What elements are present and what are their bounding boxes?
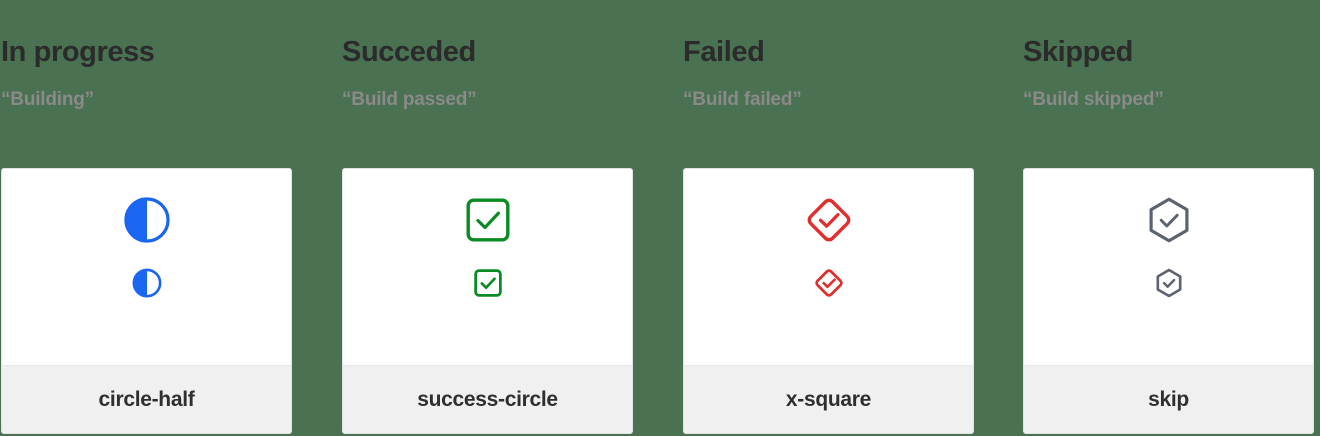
circle-half-icon-small bbox=[132, 268, 162, 298]
column-subheading: “Build skipped” bbox=[1023, 89, 1164, 110]
icon-card-footer: circle-half bbox=[2, 365, 291, 433]
icon-card-body bbox=[1024, 169, 1313, 365]
icon-name-label: x-square bbox=[785, 388, 872, 411]
column-heading: Skipped bbox=[1023, 36, 1133, 68]
icon-name-label: success-circle bbox=[417, 388, 558, 411]
success-circle-icon-small bbox=[473, 268, 503, 298]
icon-card-body bbox=[2, 169, 291, 365]
icon-card-circle-half[interactable]: circle-half bbox=[1, 168, 292, 434]
x-square-icon-small bbox=[814, 268, 844, 298]
skip-icon bbox=[1145, 196, 1193, 244]
x-square-icon bbox=[805, 196, 853, 244]
column-subheading: “Build passed” bbox=[342, 89, 477, 110]
column-subheading: “Building” bbox=[1, 89, 94, 110]
circle-half-icon bbox=[123, 196, 171, 244]
icon-card-skip[interactable]: skip bbox=[1023, 168, 1314, 434]
status-column-succeded: Succeded “Build passed” succes bbox=[341, 0, 681, 436]
icon-card-footer: x-square bbox=[684, 365, 973, 433]
icon-card-body bbox=[343, 169, 632, 365]
column-heading: Succeded bbox=[342, 36, 476, 68]
icon-name-label: skip bbox=[1148, 388, 1189, 411]
column-heading: In progress bbox=[1, 36, 155, 68]
column-heading: Failed bbox=[683, 36, 765, 68]
status-column-skipped: Skipped “Build skipped” skip bbox=[1022, 0, 1320, 436]
status-column-failed: Failed “Build failed” bbox=[682, 0, 1022, 436]
icon-card-body bbox=[684, 169, 973, 365]
icon-card-footer: skip bbox=[1024, 365, 1313, 433]
column-subheading: “Build failed” bbox=[683, 89, 802, 110]
icon-card-footer: success-circle bbox=[343, 365, 632, 433]
status-column-in-progress: In progress “Building” circle- bbox=[0, 0, 340, 436]
skip-icon-small bbox=[1154, 268, 1184, 298]
icon-name-label: circle-half bbox=[98, 388, 195, 411]
success-circle-icon bbox=[464, 196, 512, 244]
icon-card-success-circle[interactable]: success-circle bbox=[342, 168, 633, 434]
icon-card-x-square[interactable]: x-square bbox=[683, 168, 974, 434]
